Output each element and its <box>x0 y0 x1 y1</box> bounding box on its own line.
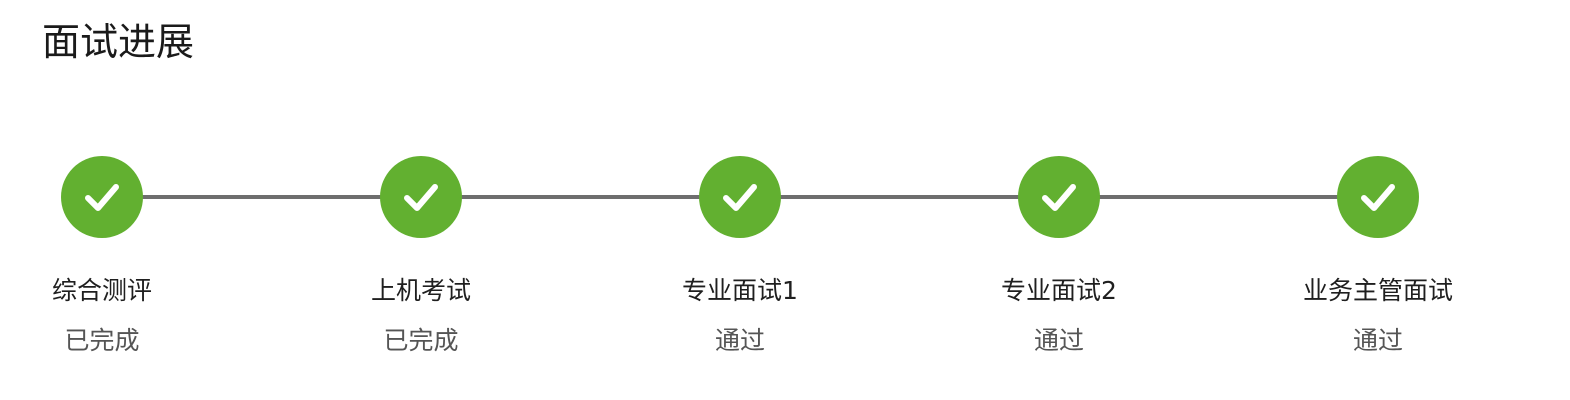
check-icon <box>404 184 438 211</box>
check-icon <box>85 184 119 211</box>
progress-step: 业务主管面试 通过 <box>1278 156 1478 358</box>
step-label: 专业面试1 <box>682 276 798 305</box>
step-connector <box>142 195 382 199</box>
step-completed-circle <box>380 156 462 238</box>
step-connector <box>779 195 1019 199</box>
step-status: 已完成 <box>64 326 140 355</box>
step-status: 通过 <box>1033 326 1084 355</box>
step-completed-circle <box>61 156 143 238</box>
progress-step: 专业面试2 通过 <box>959 156 1159 358</box>
step-completed-circle <box>1337 156 1419 238</box>
progress-step: 专业面试1 通过 <box>640 156 840 358</box>
step-completed-circle <box>699 156 781 238</box>
step-connector <box>1098 195 1338 199</box>
step-label: 专业面试2 <box>1001 276 1117 305</box>
step-status: 通过 <box>1352 326 1403 355</box>
progress-step: 上机考试 已完成 <box>321 156 521 358</box>
step-status: 通过 <box>714 326 765 355</box>
page-title: 面试进展 <box>42 20 195 64</box>
step-label: 上机考试 <box>370 276 471 305</box>
check-icon <box>1361 184 1395 211</box>
step-status: 已完成 <box>383 326 459 355</box>
check-icon <box>1042 184 1076 211</box>
step-connector <box>460 195 700 199</box>
progress-step: 综合测评 已完成 <box>2 156 202 358</box>
step-completed-circle <box>1018 156 1100 238</box>
check-icon <box>723 184 757 211</box>
step-label: 综合测评 <box>51 276 152 305</box>
step-label: 业务主管面试 <box>1302 276 1453 305</box>
